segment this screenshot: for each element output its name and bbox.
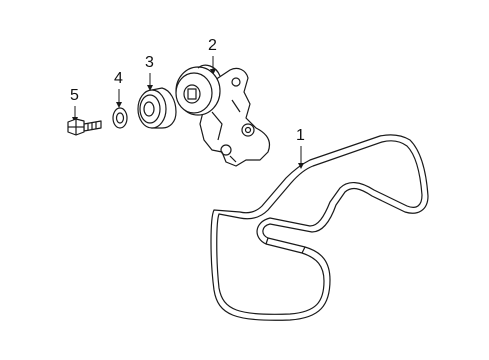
tensioner-mount-hole <box>220 144 232 156</box>
callout-1: 1 <box>296 127 305 144</box>
idler-pulley-bore <box>143 101 155 117</box>
drive-belt <box>210 134 429 321</box>
washer <box>112 107 128 129</box>
belt-tensioner <box>175 64 271 167</box>
callout-4: 4 <box>114 70 123 87</box>
tensioner-pulley-hub <box>183 84 201 104</box>
bolt <box>67 118 102 136</box>
tensioner-mount-hole <box>241 123 255 137</box>
callout-3: 3 <box>145 54 154 71</box>
idler-pulley <box>137 87 177 129</box>
callout-5: 5 <box>70 87 79 104</box>
callout-2: 2 <box>208 37 217 54</box>
